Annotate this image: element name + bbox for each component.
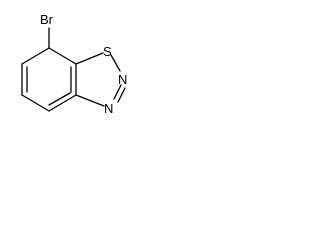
atom-label-nitrogen-lower: N [104, 101, 113, 116]
bond-n-n-double-b [117, 87, 126, 103]
bond-n-n-double-a [113, 84, 122, 100]
bond-c3a-c4 [48, 94, 77, 112]
atom-label-nitrogen-upper: N [118, 72, 127, 87]
bond-n-c3a [75, 94, 105, 107]
chemical-structure: Br S N N [21, 12, 127, 116]
bond-s-n [110, 54, 121, 72]
bond-c6-c7 [21, 47, 50, 65]
bond-c7-c7a [48, 47, 77, 65]
atom-label-sulfur: S [103, 44, 112, 59]
double-bond-inner-bottom [48, 92, 71, 106]
bond-c4-c5 [21, 94, 50, 112]
atom-label-bromine: Br [40, 12, 54, 27]
bond-c7a-s [75, 52, 104, 65]
